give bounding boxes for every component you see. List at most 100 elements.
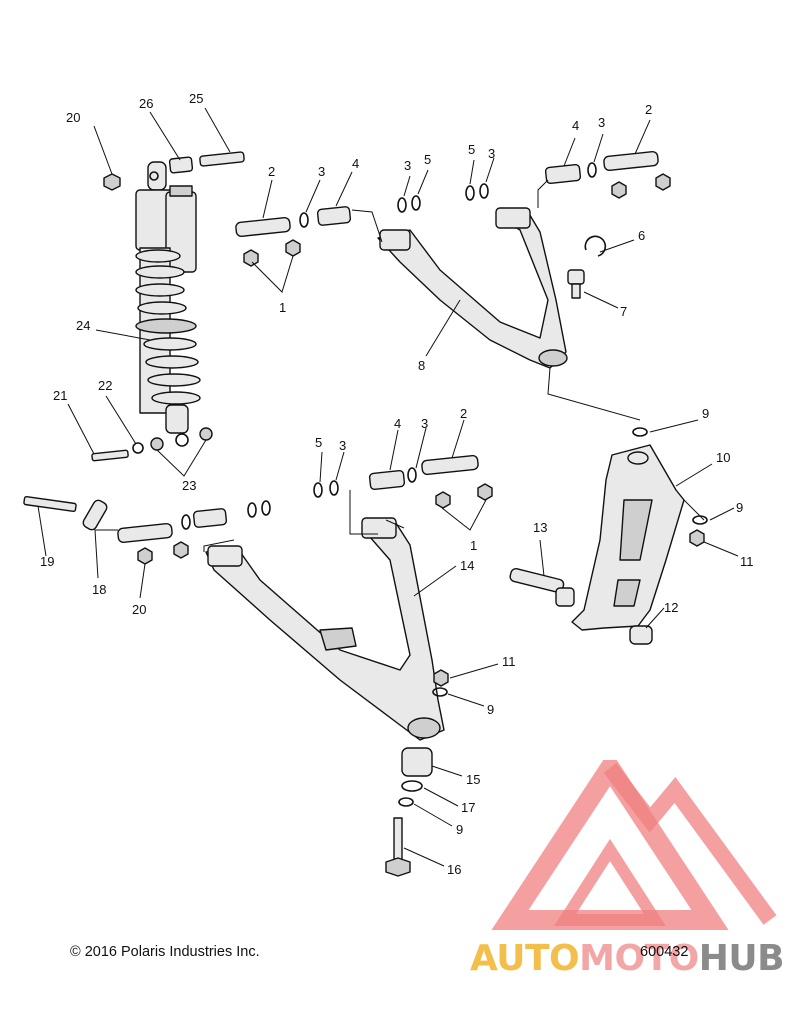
pivot-shaft-2c	[421, 454, 479, 476]
watermark-triangle-icon	[491, 749, 777, 930]
watermark-text-part2: MOTO	[579, 938, 699, 979]
washer-3d	[587, 162, 597, 178]
bushing-13b	[555, 587, 575, 607]
shock-bolt-25	[199, 151, 245, 167]
callout-8: 8	[418, 358, 425, 373]
callout-11-lower: 11	[502, 654, 516, 669]
callout-3-upper-mid: 3	[404, 158, 411, 173]
upper-a-arm	[377, 207, 568, 369]
nut-20-top	[103, 173, 121, 191]
link-18a	[82, 499, 108, 531]
callout-20-lower: 20	[132, 602, 146, 617]
lower-a-arm	[205, 517, 445, 741]
washer-5b	[465, 185, 475, 201]
nut-1d	[477, 483, 493, 501]
callout-24: 24	[76, 318, 90, 333]
callout-3-lower-left: 3	[339, 438, 346, 453]
callout-11-spindle: 11	[740, 554, 754, 569]
callout-9-lower-b: 9	[456, 822, 463, 837]
nut-1c	[435, 491, 451, 509]
callout-4-lower: 4	[394, 416, 401, 431]
washer-lower-l1	[181, 514, 191, 530]
callout-25: 25	[189, 91, 203, 106]
callout-2-upper-right: 2	[645, 102, 652, 117]
retaining-ring-17	[401, 780, 423, 792]
nut-20-lower	[137, 547, 153, 565]
washer-lower-l2	[247, 502, 257, 518]
ball-joint-15	[401, 747, 433, 777]
bolt-16-shank	[393, 817, 403, 865]
shock-spring	[135, 249, 201, 405]
callout-26: 26	[139, 96, 153, 111]
retaining-ring-6	[584, 235, 607, 257]
callout-1-lower: 1	[470, 538, 477, 553]
washer-lower-l3	[261, 500, 271, 516]
callout-3-lower-right: 3	[421, 416, 428, 431]
washer-3a	[299, 212, 309, 228]
washer-3e	[329, 480, 339, 496]
callout-13: 13	[533, 520, 547, 535]
washer-5c	[313, 482, 323, 498]
callout-21: 21	[53, 388, 67, 403]
callout-12: 12	[664, 600, 678, 615]
pivot-shaft-2a	[235, 217, 291, 237]
callout-19: 19	[40, 554, 54, 569]
washer-9c	[432, 687, 448, 697]
washer-22	[132, 442, 144, 454]
callout-23: 23	[182, 478, 196, 493]
nut-11b	[433, 669, 449, 687]
copyright-text: © 2016 Polaris Industries Inc.	[70, 944, 260, 960]
callout-18: 18	[92, 582, 106, 597]
callout-2-lower: 2	[460, 406, 467, 421]
washer-9d	[398, 797, 414, 807]
washer-3c	[479, 183, 489, 199]
washer-9b	[692, 515, 708, 525]
spindle-knuckle	[571, 444, 685, 631]
sleeve-13	[509, 568, 565, 593]
bolt-21	[91, 449, 129, 462]
callout-3-upper-right: 3	[488, 146, 495, 161]
callout-3-upper-far: 3	[598, 115, 605, 130]
bushing-4a	[316, 206, 352, 226]
shock-reservoir-cap	[169, 185, 193, 197]
bushing-4c	[368, 469, 406, 491]
watermark-text-part1: AUTO	[470, 938, 580, 979]
washer-9a	[632, 427, 648, 437]
upper-a-arm-body	[377, 211, 567, 369]
callout-7: 7	[620, 304, 627, 319]
callout-9-lower-a: 9	[487, 702, 494, 717]
callout-9-spindle-top: 9	[702, 406, 709, 421]
ball-joint-7-head	[567, 269, 585, 285]
callout-14: 14	[460, 558, 474, 573]
callout-22: 22	[98, 378, 112, 393]
nut-11a	[689, 529, 705, 547]
callout-2-upper-left: 2	[268, 164, 275, 179]
nut-lower-l2	[173, 541, 189, 559]
washer-3b	[397, 197, 407, 213]
bushing-23b	[199, 427, 213, 441]
diagram-part-number: 600432	[640, 944, 689, 960]
callout-3-upper-left: 3	[318, 164, 325, 179]
lower-a-arm-body	[205, 519, 445, 741]
callout-4-upper-right: 4	[572, 118, 579, 133]
bolt-16-head	[385, 857, 411, 877]
watermark-text: AUTOMOTOHUB	[470, 938, 785, 979]
watermark-text-part3: HUB	[698, 938, 785, 979]
callout-10: 10	[716, 450, 730, 465]
callout-17: 17	[461, 800, 475, 815]
washer-5a	[411, 195, 421, 211]
callout-6: 6	[638, 228, 645, 243]
washer-3f	[407, 467, 417, 483]
callout-4-upper-left: 4	[352, 156, 359, 171]
bushing-lower-l	[192, 508, 228, 528]
bolt-19	[23, 495, 77, 513]
watermark-logo: AUTOMOTOHUB	[470, 749, 800, 1020]
shock-bushing-26	[168, 156, 194, 174]
pivot-shaft-2b	[603, 151, 659, 171]
callout-9-spindle-side: 9	[736, 500, 743, 515]
bushing-23a	[150, 437, 164, 451]
shock-bottom-eye	[165, 404, 189, 434]
callout-5-lower: 5	[315, 435, 322, 450]
bushing-4b	[544, 163, 582, 185]
